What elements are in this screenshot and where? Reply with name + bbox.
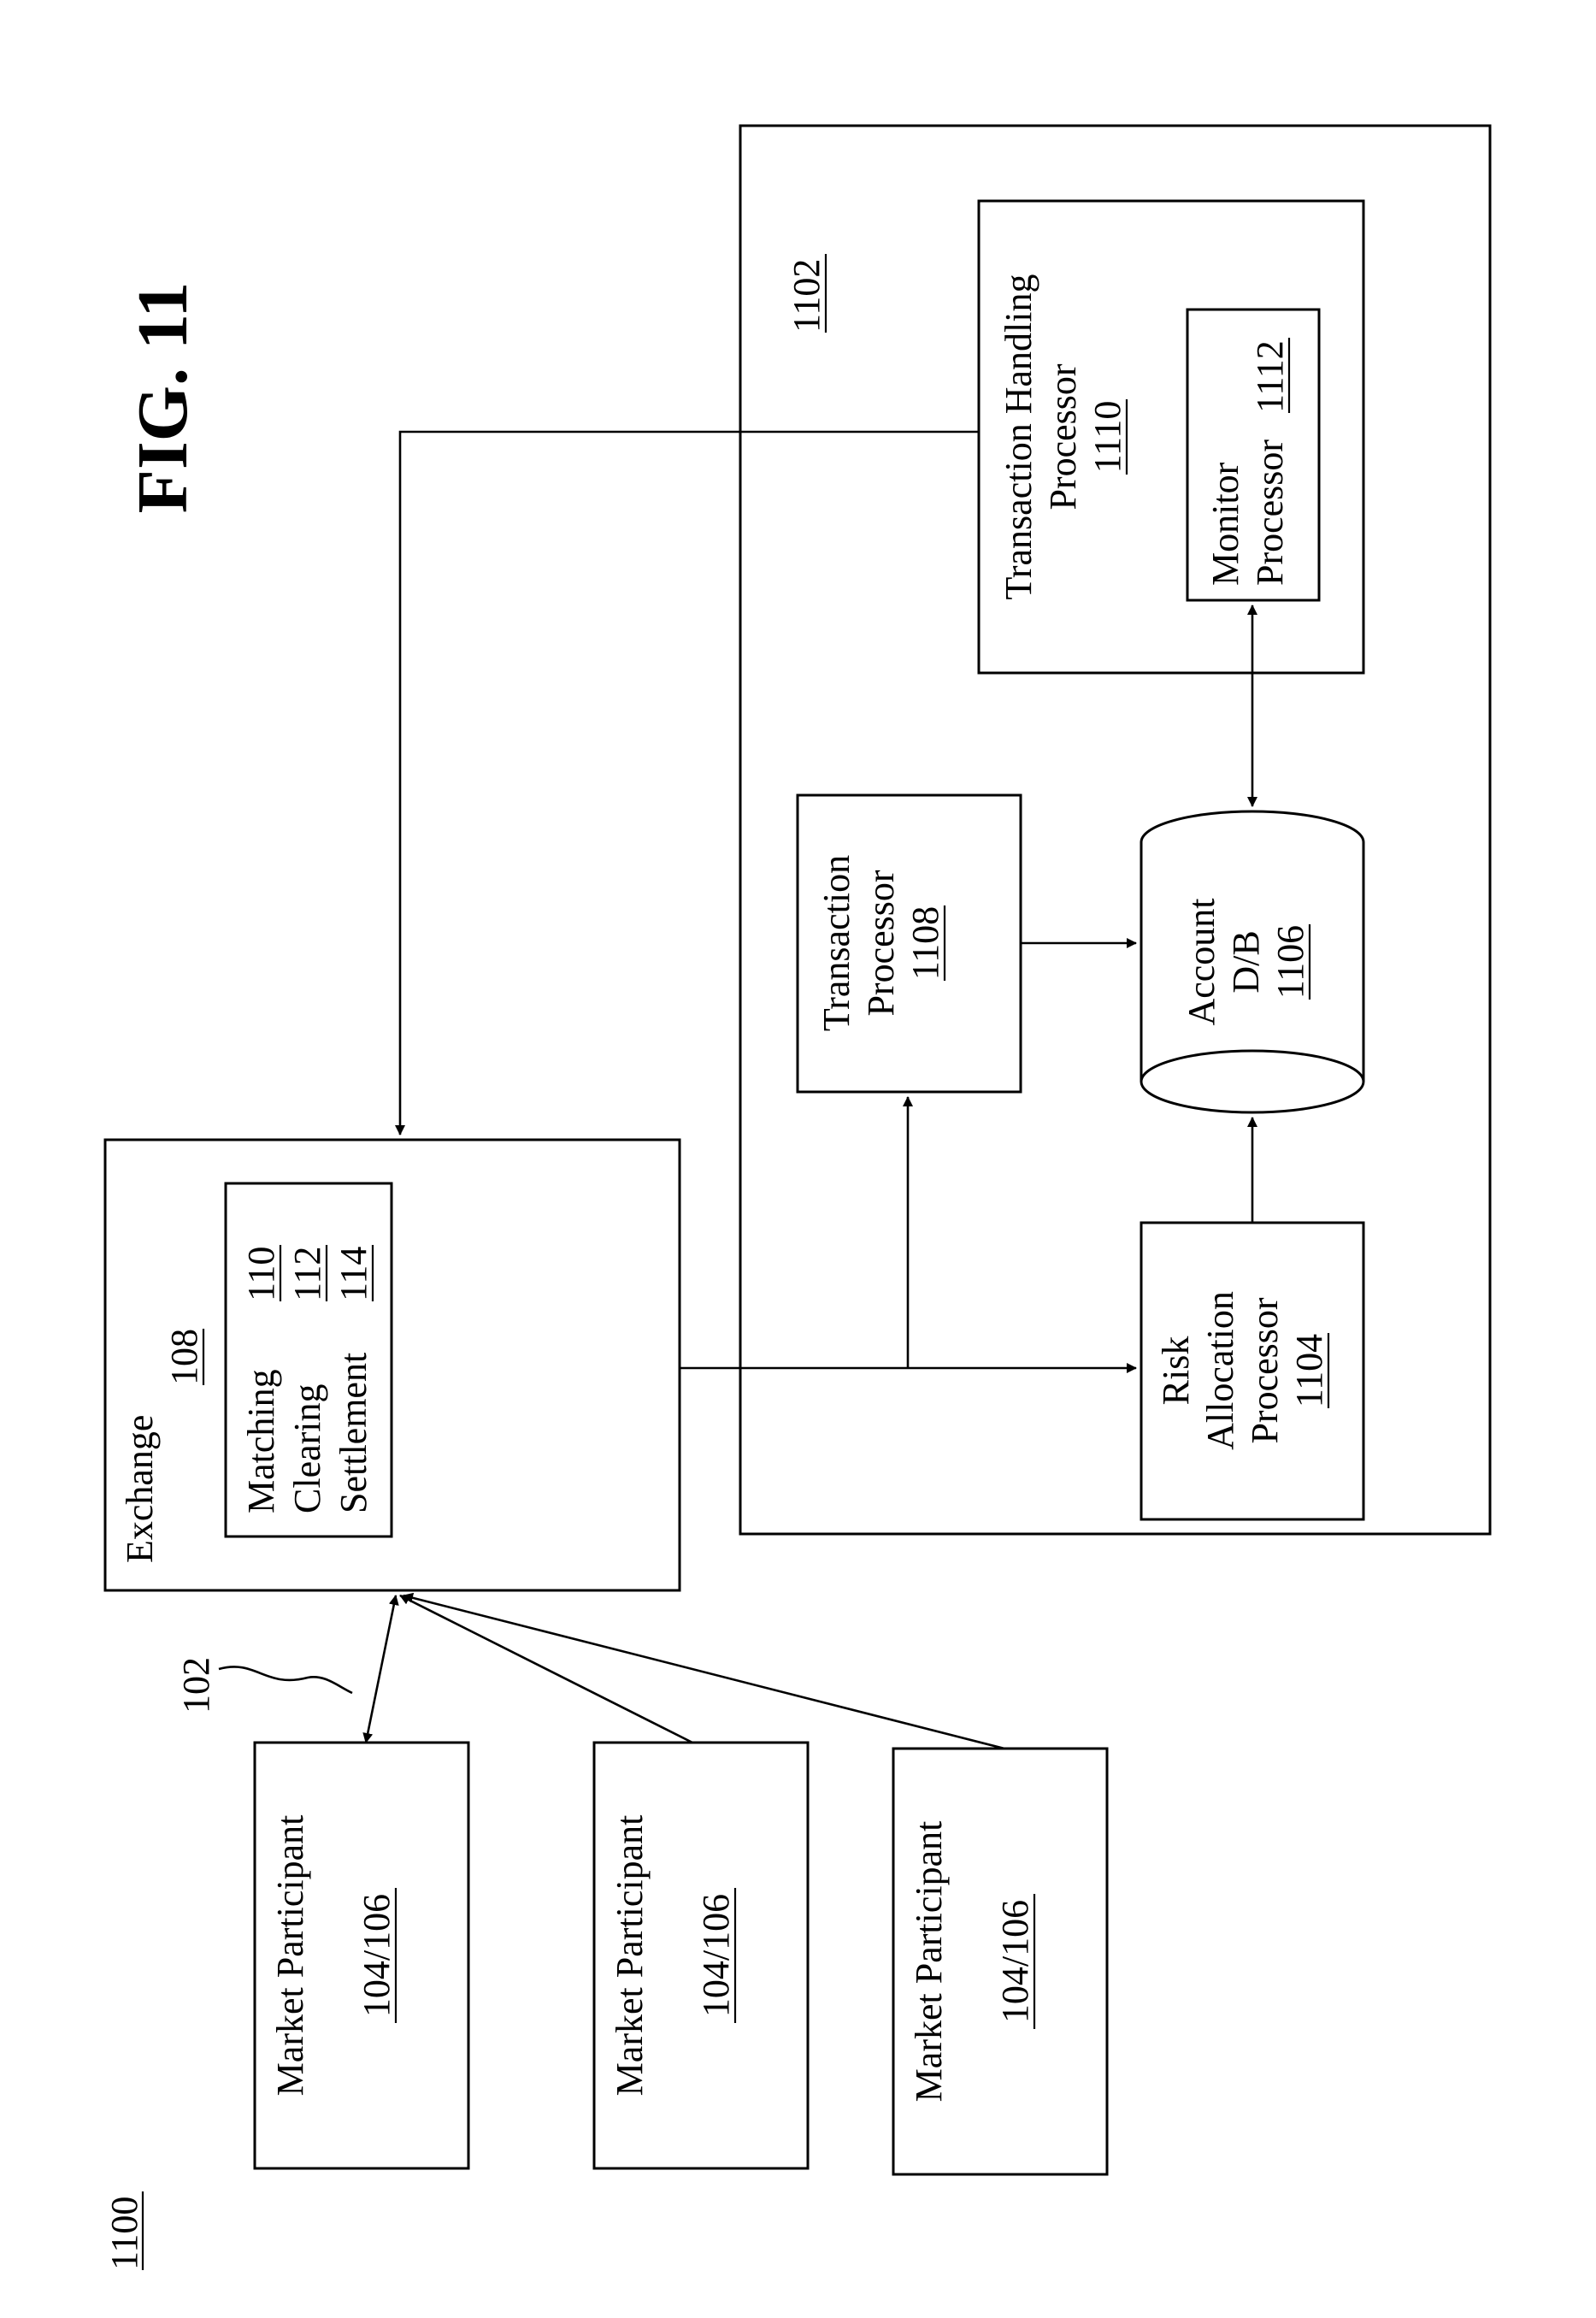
market-participant-2: Market Participant 104/106 (594, 1743, 808, 2168)
tp-line-1: Transaction (816, 855, 857, 1031)
account-db-cylinder: Account D/B 1106 (1141, 811, 1363, 1112)
transaction-handling-processor: Transaction Handling Processor 1110 Moni… (979, 201, 1363, 673)
system-ref-group: 1100 (103, 2191, 145, 2270)
figure-title: FIG. 11 (123, 282, 203, 514)
market-participant-1-label: Market Participant (269, 1815, 311, 2097)
market-participant-1-ref: 104/106 (356, 1894, 398, 2017)
exchange-label: Exchange (119, 1415, 161, 1563)
edge-mp1-exchange (366, 1595, 396, 1743)
tp-ref: 1108 (904, 906, 946, 980)
market-participant-3: Market Participant 104/106 (893, 1749, 1107, 2174)
module-clearing-ref: 112 (286, 1247, 328, 1301)
rap-ref: 1104 (1288, 1334, 1330, 1407)
clearing-system-box: 1102 Transaction Handling Processor 1110… (740, 126, 1490, 1534)
thp-line-2: Processor (1042, 363, 1084, 510)
db-ref: 1106 (1269, 925, 1311, 999)
rap-line-3: Processor (1244, 1297, 1286, 1443)
module-matching-ref: 110 (240, 1247, 282, 1301)
rap-line-2: Allocation (1199, 1291, 1241, 1450)
network-ref-group: 102 (175, 1657, 352, 1713)
monitor-ref: 1112 (1249, 340, 1291, 413)
market-participant-1: Market Participant 104/106 (255, 1743, 468, 2168)
edge-thp-exchange (400, 432, 979, 1135)
edge-mp2-exchange (400, 1595, 692, 1743)
network-ref-leader (219, 1666, 352, 1693)
module-settlement-label: Settlement (333, 1353, 374, 1513)
transaction-processor: Transaction Processor 1108 (798, 795, 1021, 1092)
db-line-1: Account (1181, 898, 1222, 1025)
module-settlement-ref: 114 (333, 1247, 374, 1301)
module-matching-label: Matching (240, 1369, 282, 1513)
rap-line-1: Risk (1155, 1336, 1197, 1406)
monitor-processor: Monitor Processor 1112 (1187, 310, 1319, 600)
system-ref: 1100 (103, 2197, 145, 2270)
connections (366, 432, 1252, 1749)
clearing-system-ref: 1102 (786, 259, 827, 333)
db-line-2: D/B (1225, 930, 1267, 993)
edge-mp3-exchange (403, 1595, 1004, 1749)
exchange-box: Exchange 108 Matching Clearing Settlemen… (105, 1140, 680, 1590)
tp-line-2: Processor (860, 870, 902, 1016)
monitor-line-2: Processor (1249, 439, 1291, 586)
market-participant-3-ref: 104/106 (994, 1900, 1036, 2023)
thp-line-1: Transaction Handling (998, 274, 1039, 600)
module-clearing-label: Clearing (286, 1383, 328, 1513)
exchange-modules-box: Matching Clearing Settlement 110 112 114 (226, 1183, 392, 1536)
market-participant-3-label: Market Participant (908, 1821, 950, 2103)
monitor-line-1: Monitor (1204, 462, 1246, 586)
network-ref: 102 (175, 1657, 217, 1713)
risk-allocation-processor: Risk Allocation Processor 1104 (1141, 1223, 1363, 1519)
market-participant-2-ref: 104/106 (695, 1894, 737, 2017)
market-participant-2-label: Market Participant (609, 1815, 651, 2097)
exchange-ref: 108 (163, 1329, 205, 1385)
thp-ref: 1110 (1087, 401, 1128, 474)
